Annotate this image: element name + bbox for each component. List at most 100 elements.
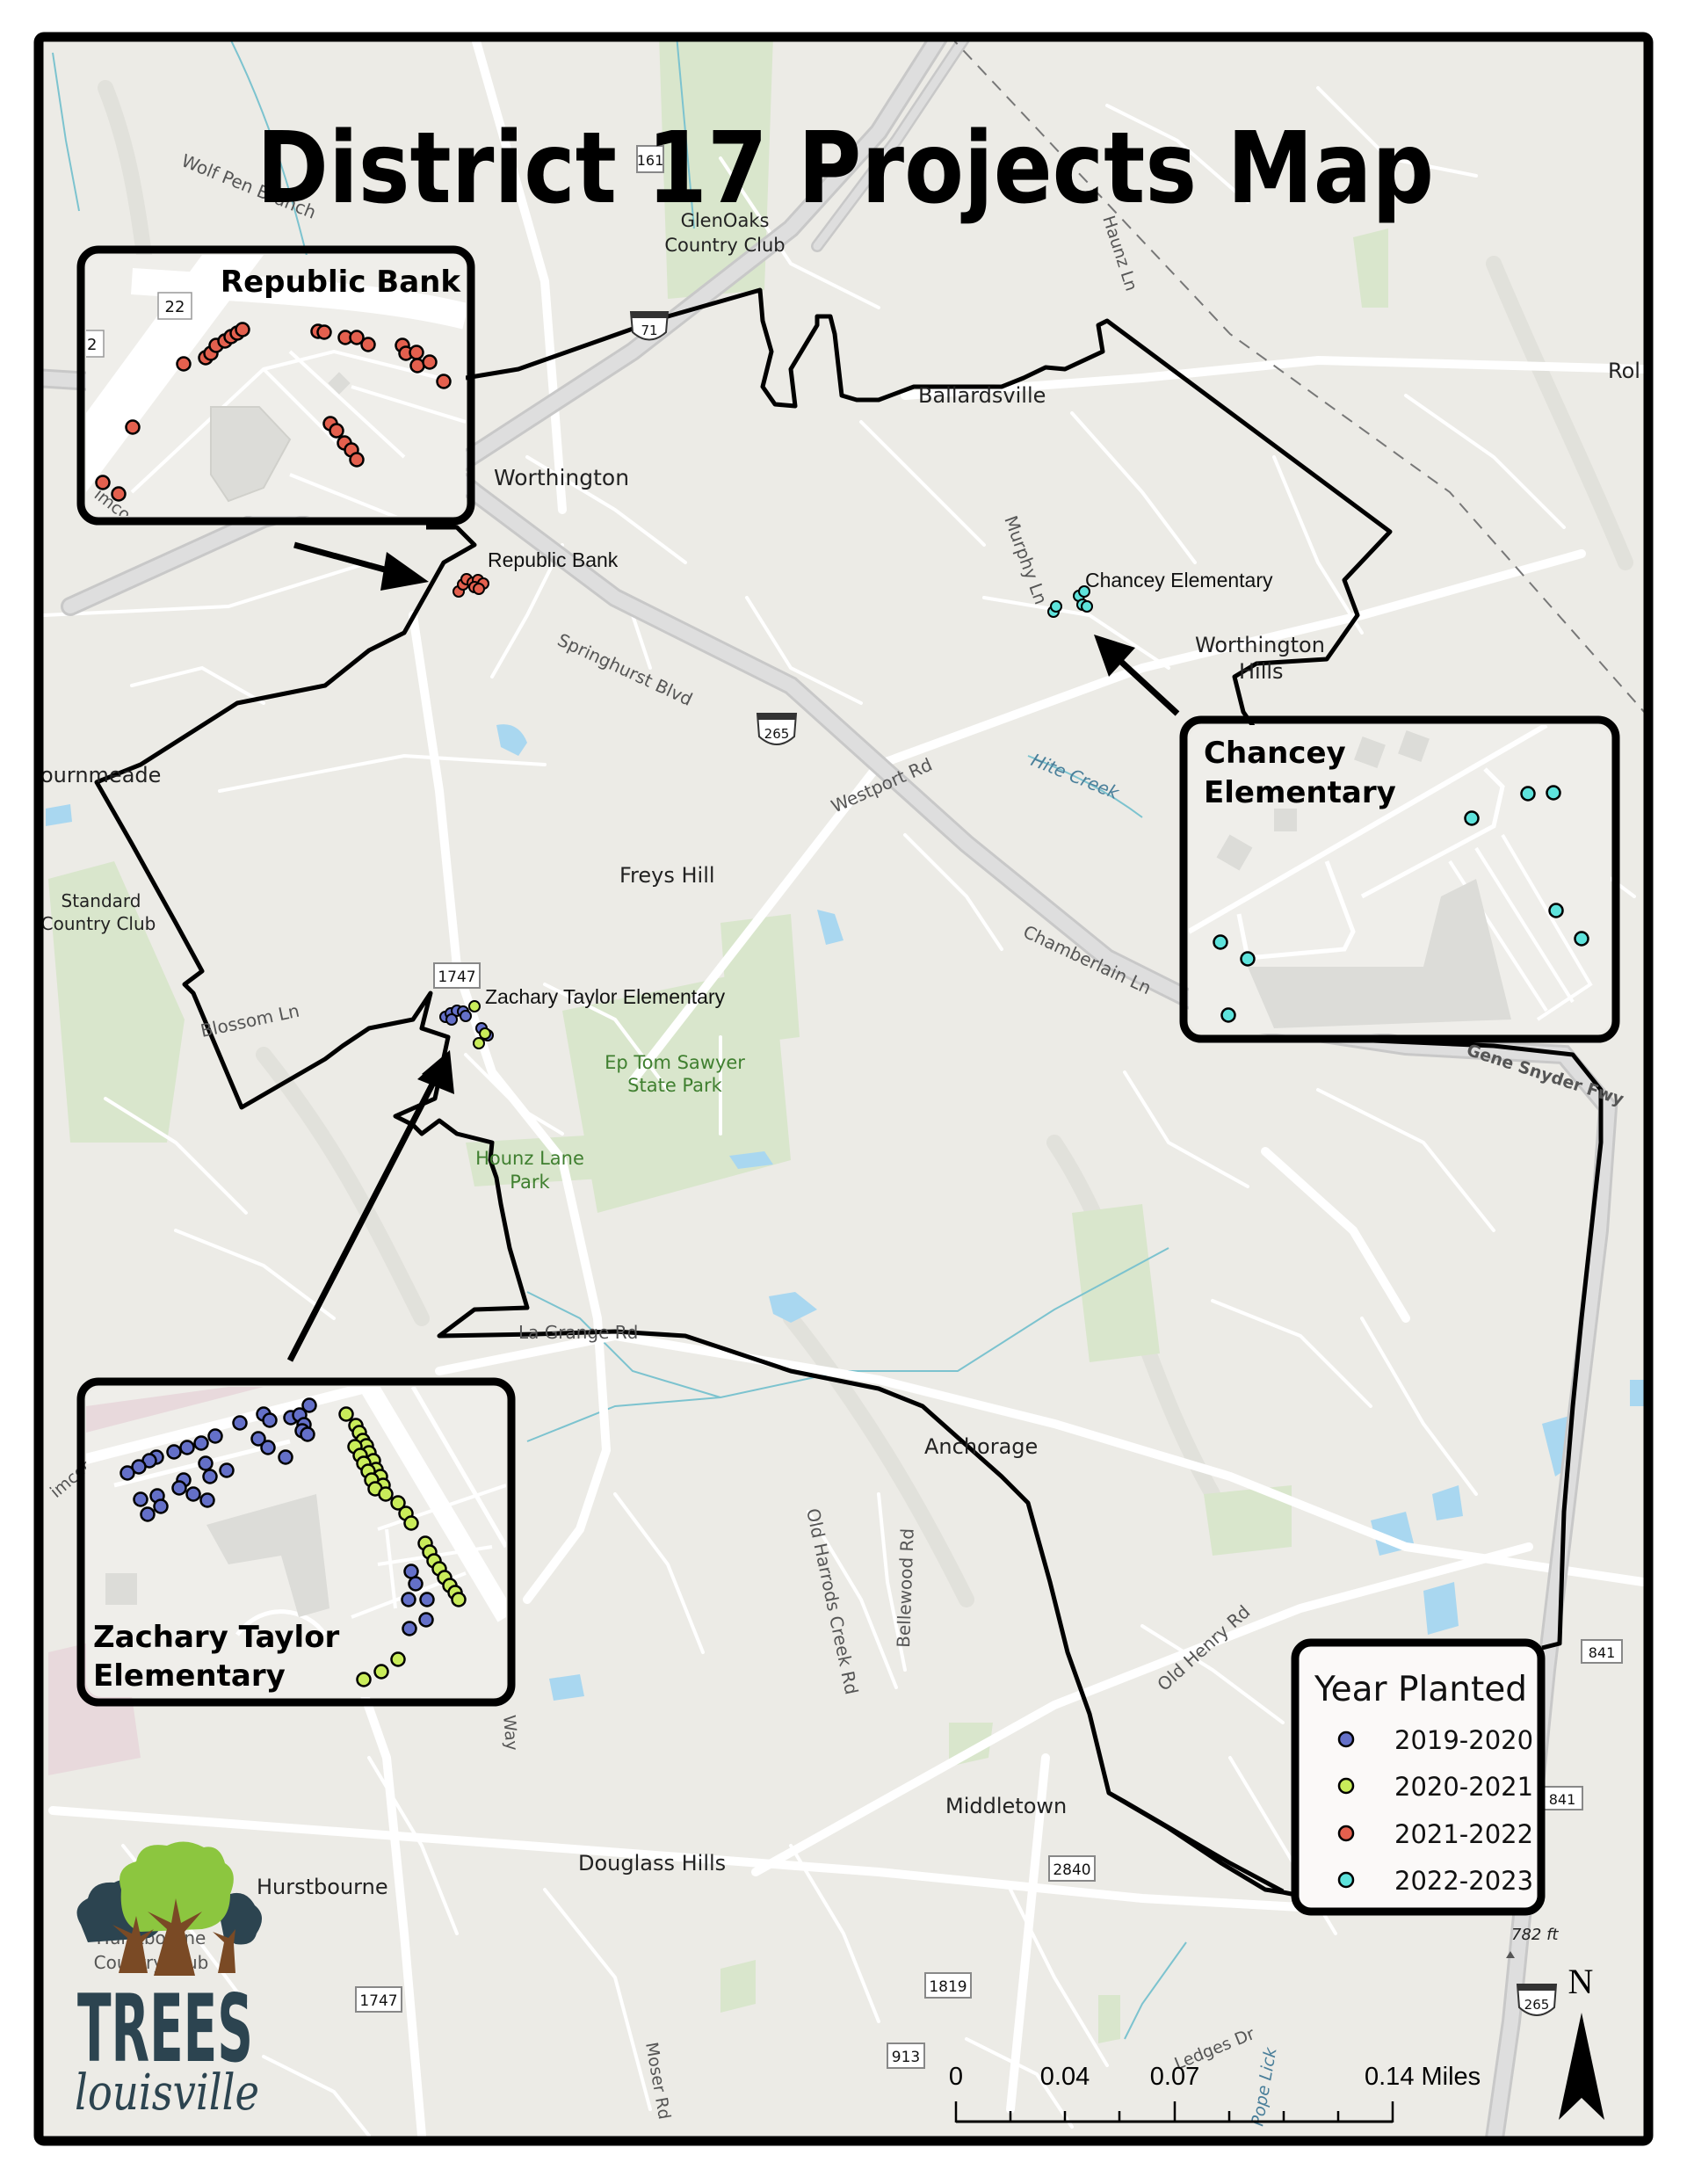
label-republic-bank: Republic Bank	[488, 548, 619, 571]
scale-label-014: 0.14 Miles	[1365, 2063, 1481, 2091]
railway	[952, 40, 1645, 715]
svg-text:22: 22	[165, 298, 185, 316]
inset-title-chancey-1: Chancey	[1204, 736, 1346, 771]
label-glenoaks-2: Country Club	[664, 235, 785, 256]
label-hurstbourne: Hurstbourne	[257, 1875, 388, 1899]
label-ballardsville: Ballardsville	[918, 383, 1046, 408]
legend-swatch-2020-2021	[1337, 1777, 1355, 1795]
inset-points-zachary-taylor-2020	[338, 1406, 467, 1687]
legend-item-2019-2020: 2019-2020	[1337, 1725, 1533, 1755]
shield-1747-a: 1747	[433, 962, 481, 989]
legend-swatch-2021-2022	[1337, 1825, 1355, 1842]
district-boundary	[465, 287, 1604, 1651]
inset-points-republic-bank	[95, 322, 452, 502]
svg-text:2020-2021: 2020-2021	[1394, 1772, 1533, 1802]
logo-text-louisville: louisville	[75, 2064, 259, 2122]
north-arrow: N	[1559, 1962, 1604, 2120]
inset-points-zachary-taylor-2019	[119, 1397, 435, 1636]
scale-label-007: 0.07	[1150, 2063, 1199, 2091]
legend: Year Planted 2019-2020 2020-2021 2021-20…	[1291, 1638, 1546, 1916]
svg-text:265: 265	[1524, 1997, 1550, 2013]
inset-zachary-taylor[interactable]: Zachary Taylor Elementary	[76, 1377, 516, 1707]
legend-item-2020-2021: 2020-2021	[1337, 1772, 1533, 1802]
svg-text:1747: 1747	[359, 1992, 397, 2010]
pointer-arrows	[286, 541, 1180, 1362]
inset-chancey[interactable]: Chancey Elementary	[1179, 715, 1620, 1043]
legend-item-2021-2022: 2021-2022	[1337, 1819, 1533, 1849]
label-elevation: 782 ft	[1511, 1926, 1559, 1944]
site-points-zachary-taylor[interactable]	[439, 1000, 494, 1049]
svg-text:2019-2020: 2019-2020	[1394, 1725, 1533, 1755]
svg-text:1819: 1819	[929, 1978, 967, 1996]
streams	[52, 40, 1187, 2040]
label-worthington-hills: Worthington	[1195, 633, 1325, 657]
scale-label-004: 0.04	[1040, 2063, 1090, 2091]
svg-text:913: 913	[892, 2049, 920, 2066]
legend-item-2022-2023: 2022-2023	[1337, 1866, 1533, 1896]
site-points-chancey[interactable]	[1047, 585, 1093, 618]
svg-text:841: 841	[1549, 1791, 1576, 1808]
label-chancey: Chancey Elementary	[1085, 569, 1273, 591]
scale-label-0: 0	[949, 2063, 963, 2091]
label-zachary-taylor: Zachary Taylor Elementary	[485, 985, 726, 1008]
shield-1819: 1819	[924, 1972, 972, 1999]
label-bellewood: Bellewood Rd	[893, 1527, 918, 1648]
shield-841-a: 841	[1581, 1639, 1623, 1664]
shield-841-b: 841	[1541, 1786, 1583, 1810]
inset-points-chancey	[1213, 785, 1589, 1023]
inset-title-zachary-taylor-2: Elementary	[93, 1658, 286, 1694]
label-glenoaks: GlenOaks	[681, 210, 770, 231]
label-bournemeade: ournmeade	[40, 763, 161, 787]
major-roads	[48, 40, 1645, 2137]
route-shields: 161 71 265 1747 841 841 2840 1747 1819 9…	[355, 145, 1623, 2069]
scale-bar: 0 0.04 0.07 0.14 Miles	[949, 2063, 1481, 2123]
trees-louisville-logo: TREES louisville	[75, 1841, 263, 2122]
inset-republic-bank[interactable]: 22 22 imcoe Republic Bank	[70, 245, 475, 531]
water-bodies	[46, 724, 1645, 1701]
inset-title-zachary-taylor-1: Zachary Taylor	[93, 1620, 340, 1655]
inset-title-republic-bank: Republic Bank	[221, 265, 461, 300]
svg-text:2840: 2840	[1053, 1861, 1090, 1879]
site-points-republic-bank[interactable]	[453, 573, 489, 598]
label-hounz-park-2: Park	[510, 1172, 550, 1193]
label-rol: Rol	[1608, 359, 1640, 383]
shield-161: 161	[636, 145, 664, 173]
inset-title-chancey-2: Elementary	[1204, 775, 1396, 810]
svg-text:2021-2022: 2021-2022	[1394, 1819, 1533, 1849]
svg-text:71: 71	[641, 323, 657, 338]
shield-i71: 71	[629, 311, 670, 341]
label-worthington-hills-2: Hills	[1239, 659, 1284, 684]
north-arrow-icon	[1559, 2013, 1604, 2120]
svg-text:2022-2023: 2022-2023	[1394, 1866, 1533, 1896]
label-douglass-hills: Douglass Hills	[578, 1851, 726, 1876]
page-title: District 17 Projects Map	[257, 112, 1434, 226]
label-la-grange: La Grange Rd	[518, 1322, 638, 1343]
shield-2840: 2840	[1048, 1855, 1096, 1882]
north-label: N	[1568, 1962, 1594, 2001]
logo-text-trees: TREES	[77, 1975, 253, 2083]
summit-marker	[1506, 1951, 1515, 1958]
shield-i265-b: 265	[1516, 1984, 1558, 2016]
legend-title: Year Planted	[1314, 1670, 1527, 1709]
label-way: Way	[499, 1715, 521, 1752]
label-middletown: Middletown	[945, 1794, 1067, 1818]
svg-text:22: 22	[77, 336, 98, 354]
shield-i265-a: 265	[756, 713, 798, 745]
svg-text:161: 161	[637, 152, 664, 169]
legend-swatch-2019-2020	[1337, 1731, 1355, 1748]
tree-icon	[76, 1841, 263, 1976]
svg-text:265: 265	[764, 726, 790, 742]
label-worthington: Worthington	[494, 465, 629, 490]
label-tom-sawyer-2: State Park	[627, 1075, 722, 1096]
shield-1747-b: 1747	[355, 1986, 402, 2013]
shield-913: 913	[887, 2043, 925, 2069]
label-standard-cc-2: Country Club	[41, 913, 156, 934]
label-hounz-park: Hounz Lane	[475, 1148, 584, 1169]
svg-text:841: 841	[1589, 1644, 1616, 1661]
map-frame	[33, 32, 1654, 2146]
label-anchorage: Anchorage	[924, 1434, 1038, 1459]
label-tom-sawyer: Ep Tom Sawyer	[605, 1052, 745, 1073]
svg-text:1747: 1747	[438, 969, 475, 986]
legend-swatch-2022-2023	[1337, 1871, 1355, 1889]
